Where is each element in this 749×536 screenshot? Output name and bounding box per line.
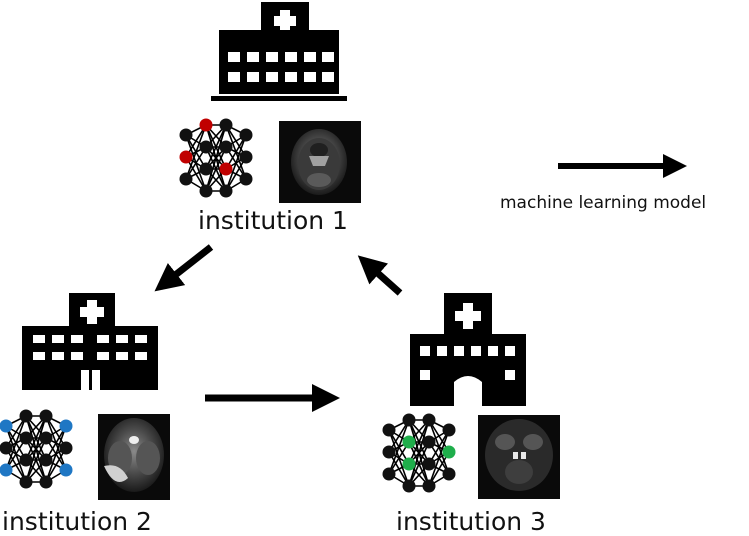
nn-node bbox=[199, 140, 213, 154]
nn-connection bbox=[428, 429, 450, 465]
nn-node bbox=[402, 457, 416, 471]
nn-node bbox=[442, 423, 456, 437]
nn-connection bbox=[408, 419, 430, 487]
nn-node bbox=[402, 479, 416, 493]
nn-node bbox=[199, 184, 213, 198]
nn-node bbox=[19, 475, 33, 489]
nn-node bbox=[19, 453, 33, 467]
institution-1-label: institution 1 bbox=[198, 206, 348, 235]
nn-connection bbox=[205, 124, 227, 170]
nn-connection bbox=[185, 124, 207, 180]
nn-node bbox=[0, 441, 13, 455]
nn-connection bbox=[5, 415, 27, 471]
nn-node bbox=[382, 423, 396, 437]
nn-node bbox=[402, 435, 416, 449]
nn-node bbox=[239, 150, 253, 164]
nn-node bbox=[219, 118, 233, 132]
nn-node bbox=[422, 435, 436, 449]
nn-node bbox=[199, 118, 213, 132]
nn-connection bbox=[205, 146, 227, 192]
nn-node bbox=[442, 467, 456, 481]
nn-node bbox=[442, 445, 456, 459]
nn-node bbox=[422, 479, 436, 493]
neural-network-icon-institution-3 bbox=[382, 413, 456, 493]
nn-connection bbox=[25, 437, 47, 483]
nn-node bbox=[39, 453, 53, 467]
nn-node bbox=[382, 445, 396, 459]
arrow-icon-3-to-1 bbox=[357, 255, 403, 296]
nn-node bbox=[59, 463, 73, 477]
institution-3-label: institution 3 bbox=[396, 507, 546, 536]
nn-connection bbox=[25, 415, 47, 483]
nn-node bbox=[422, 413, 436, 427]
nn-connection bbox=[225, 156, 247, 192]
nn-node bbox=[199, 162, 213, 176]
nn-connection bbox=[428, 429, 450, 487]
arrow-icon-1-to-2 bbox=[154, 244, 214, 292]
nn-node bbox=[19, 409, 33, 423]
hospital-icon-institution-1 bbox=[211, 2, 347, 101]
nn-node bbox=[39, 431, 53, 445]
nn-node bbox=[382, 467, 396, 481]
nn-node bbox=[0, 419, 13, 433]
nn-node bbox=[179, 128, 193, 142]
mri-scan-institution-3 bbox=[478, 415, 560, 499]
nn-node bbox=[39, 409, 53, 423]
nn-node bbox=[219, 140, 233, 154]
mri-scan-institution-2 bbox=[98, 414, 170, 500]
nn-node bbox=[402, 413, 416, 427]
nn-node bbox=[19, 431, 33, 445]
institution-2-label: institution 2 bbox=[2, 507, 152, 536]
nn-connection bbox=[408, 441, 430, 487]
nn-connection bbox=[25, 415, 47, 461]
mri-scan-institution-1 bbox=[279, 121, 361, 203]
nn-connection bbox=[225, 134, 247, 192]
nn-connection bbox=[45, 425, 67, 483]
nn-connection bbox=[388, 419, 410, 475]
nn-node bbox=[179, 172, 193, 186]
nn-node bbox=[0, 463, 13, 477]
nn-node bbox=[219, 184, 233, 198]
nn-connection bbox=[225, 134, 247, 170]
nn-connection bbox=[45, 447, 67, 483]
nn-connection bbox=[205, 124, 227, 192]
nn-node bbox=[219, 162, 233, 176]
nn-node bbox=[59, 441, 73, 455]
hospital-icon-institution-3 bbox=[410, 293, 526, 406]
neural-network-icon-institution-2 bbox=[0, 409, 73, 489]
nn-node bbox=[59, 419, 73, 433]
legend-label: machine learning model bbox=[500, 193, 707, 213]
neural-network-icon-institution-1 bbox=[179, 118, 253, 198]
hospital-icon-institution-2 bbox=[22, 293, 158, 390]
nn-node bbox=[179, 150, 193, 164]
nn-connection bbox=[408, 419, 430, 465]
nn-node bbox=[422, 457, 436, 471]
nn-node bbox=[239, 128, 253, 142]
nn-connection bbox=[428, 451, 450, 487]
nn-node bbox=[239, 172, 253, 186]
nn-node bbox=[39, 475, 53, 489]
nn-connection bbox=[45, 425, 67, 461]
